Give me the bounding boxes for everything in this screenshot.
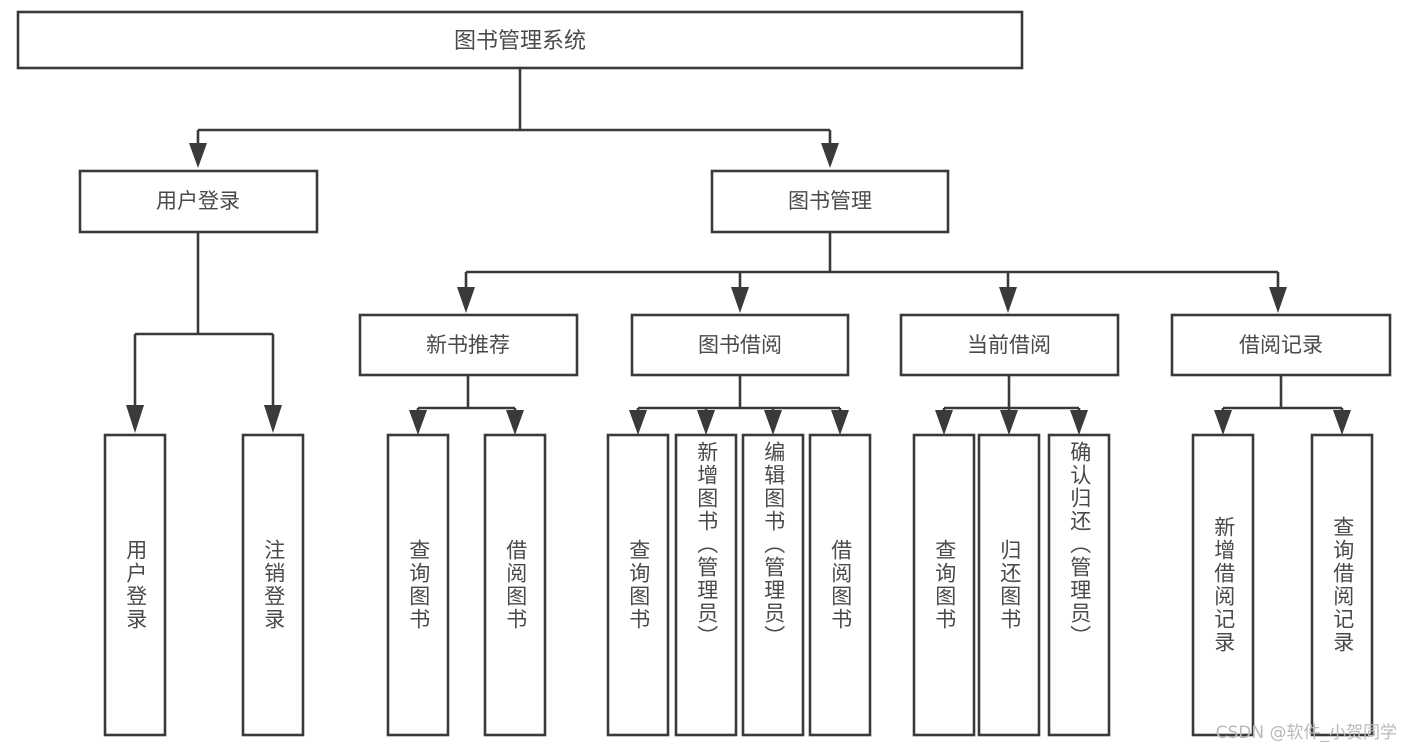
arrow-head-leaf-record-2 — [1333, 410, 1351, 435]
connector-group-user-login — [126, 232, 282, 433]
arrow-head-borrow-book — [731, 287, 749, 313]
arrow-head-borrow-record — [1269, 287, 1287, 313]
node-box-leaf-record-1[interactable] — [1191, 433, 1255, 737]
arrow-head-leaf-current-3 — [1070, 410, 1088, 435]
arrow-head-leaf-borrow-3 — [764, 410, 782, 435]
arrow-head-leaf-borrow-4 — [831, 410, 849, 435]
node-box-leaf-borrow-2[interactable] — [674, 433, 738, 737]
node-label-borrow-book: 图书借阅 — [698, 333, 782, 357]
node-label-book-mgmt: 图书管理 — [788, 189, 872, 213]
connector-group-current-borrow — [935, 375, 1088, 435]
node-label-borrow-record: 借阅记录 — [1239, 333, 1323, 357]
node-box-book-mgmt[interactable] — [710, 169, 950, 234]
arrow-head-leaf-new-book-2 — [506, 410, 524, 435]
arrow-head-current-borrow — [999, 287, 1017, 313]
arrow-head-leaf-new-book-1 — [409, 410, 427, 435]
arrow-head-leaf-current-1 — [935, 410, 953, 435]
node-box-current-borrow[interactable] — [899, 313, 1120, 377]
connector-group-borrow-book — [629, 375, 849, 435]
node-label-user-login: 用户登录 — [156, 189, 240, 213]
connector-group-root — [189, 68, 839, 168]
node-box-leaf-new-book-2[interactable] — [483, 433, 547, 737]
connector-group-book-mgmt — [457, 232, 1287, 313]
arrow-head-leaf-borrow-2 — [697, 410, 715, 435]
node-box-leaf-current-1[interactable] — [912, 433, 976, 737]
arrow-head-leaf-user-login-1 — [126, 405, 144, 433]
node-box-leaf-user-login-1[interactable] — [103, 433, 167, 737]
node-box-leaf-borrow-3[interactable] — [741, 433, 805, 737]
arrow-head-leaf-record-1 — [1214, 410, 1232, 435]
connector-group-new-book — [409, 375, 524, 435]
node-box-user-login[interactable] — [78, 169, 319, 234]
node-box-leaf-user-login-2[interactable] — [241, 433, 305, 737]
node-box-leaf-current-2[interactable] — [977, 433, 1041, 737]
node-box-leaf-borrow-1[interactable] — [606, 433, 670, 737]
arrow-head-leaf-current-2 — [1000, 410, 1018, 435]
arrow-head-book-mgmt — [821, 143, 839, 168]
node-box-root[interactable] — [16, 10, 1024, 70]
node-label-current-borrow: 当前借阅 — [967, 333, 1051, 357]
node-label-new-book: 新书推荐 — [426, 333, 510, 357]
arrow-head-user-login — [189, 143, 207, 168]
node-box-leaf-record-2[interactable] — [1310, 433, 1374, 737]
node-box-borrow-book[interactable] — [630, 313, 850, 377]
node-box-borrow-record[interactable] — [1170, 313, 1392, 377]
node-box-leaf-new-book-1[interactable] — [386, 433, 450, 737]
node-label-root: 图书管理系统 — [454, 29, 586, 54]
arrow-head-new-book — [457, 287, 475, 313]
node-box-new-book[interactable] — [358, 313, 579, 377]
arrow-head-leaf-user-login-2 — [264, 405, 282, 433]
connector-group-borrow-record — [1214, 375, 1351, 435]
node-box-leaf-current-3[interactable] — [1047, 433, 1111, 737]
arrow-head-leaf-borrow-1 — [629, 410, 647, 435]
node-box-leaf-borrow-4[interactable] — [808, 433, 872, 737]
